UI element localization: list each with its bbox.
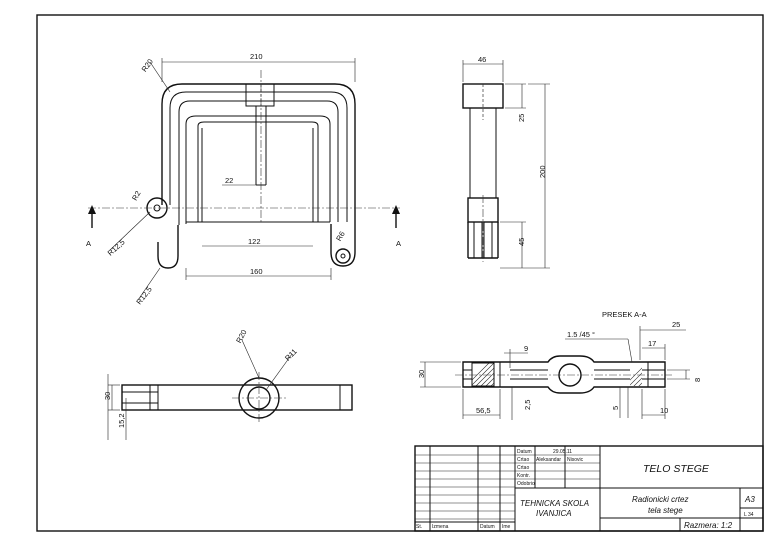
rev-col-ime: Ime [502,524,511,530]
part-title: TELO STEGE [643,463,710,475]
dim-25-side: 25 [517,114,526,122]
value-date: 29.05.11 [553,449,572,455]
title-block: St. Izmena Datum Ime Datum 29.05.11 Crta… [414,445,764,532]
sheet-format: A3 [744,495,755,504]
dim-r6: R6 [334,230,347,243]
dim-30-bottom: 30 [103,392,112,400]
section-label-right: A [396,239,401,248]
sheet-number: L 34 [744,512,754,518]
dim-17: 17 [648,339,656,348]
dim-122: 122 [248,237,261,246]
dim-2-5: 2,5 [523,400,532,410]
dim-10: 10 [660,406,668,415]
dim-25-section: 25 [672,320,680,329]
dim-r20-bottom: R20 [234,328,248,344]
dim-30-section: 30 [417,370,426,378]
dim-15-2: 15,2 [117,413,126,428]
dim-r11: R11 [283,347,299,363]
sheet-border [36,14,764,532]
rev-col-st: St. [416,524,422,530]
dim-45: 45 [517,238,526,246]
scale: Razmera: 1:2 [684,521,733,530]
dim-r20: R20 [140,57,155,73]
front-view: A A 210 R20 22 R2 122 R12,5 R6 160 R12,5 [86,52,401,306]
dim-200: 200 [538,165,547,178]
section-title: PRESEK A-A [602,310,647,319]
label-crtao: Crtao [517,457,529,463]
rev-col-datum: Datum [480,524,495,530]
side-view: 46 25 200 45 [462,55,550,269]
dim-9: 9 [524,344,528,353]
rev-col-izmena: Izmena [432,524,449,530]
section-view: PRESEK A-A [417,310,702,420]
label-datum: Datum [517,449,532,455]
bottom-view: R20 R11 30 15,2 [103,328,353,440]
drawing-type-line1: Radionicki crtez [632,495,688,504]
drawing-type-line2: tela stege [648,506,683,515]
section-label-left: A [86,239,91,248]
dim-8: 8 [693,378,702,382]
dim-56-5: 56,5 [476,406,491,415]
label-kontr: Kontr. [517,473,530,479]
dim-210: 210 [250,52,263,61]
dim-46: 46 [478,55,486,64]
dim-chamfer: 1.5 /45 ° [567,330,595,339]
dim-r12-5: R12,5 [106,238,127,258]
dim-5: 5 [611,406,620,410]
school-name-line1: TEHNICKA SKOLA [520,499,589,508]
dim-r12-5-lower: R12,5 [134,285,153,306]
value-drawn-name: Aleksandar [536,457,561,463]
school-name-line2: IVANJICA [536,509,572,518]
label-odobrio: Odobrio [517,481,535,487]
dim-22: 22 [225,176,233,185]
dim-r2: R2 [130,189,143,202]
value-drawn-surname: Nisovic [567,457,584,463]
dim-160: 160 [250,267,263,276]
label-row3: Crtao [517,465,529,471]
